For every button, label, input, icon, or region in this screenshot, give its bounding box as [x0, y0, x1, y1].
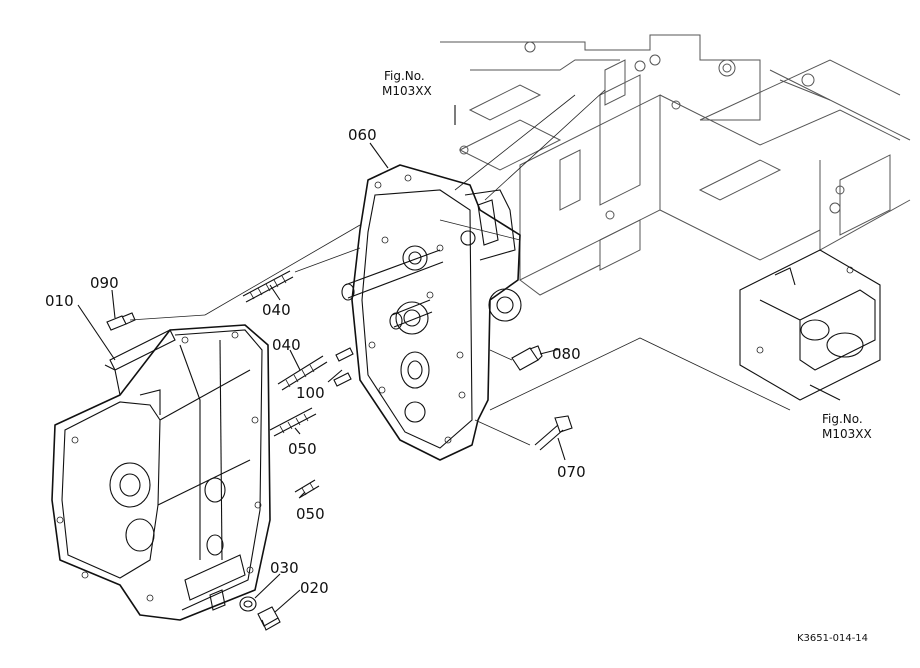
side-block-assembly	[739, 249, 881, 401]
drawing-code: K3651-014-14	[797, 633, 868, 644]
part-labels: 010 090 040 040 060 100 080 050 050 070 …	[45, 126, 586, 597]
part-label-060: 060	[348, 126, 377, 144]
fig-ref-upper-line1: Fig.No.	[384, 69, 425, 83]
pins-100	[333, 347, 354, 387]
part-label-070: 070	[557, 463, 586, 481]
part-label-040-upper: 040	[262, 301, 291, 319]
part-label-040-lower: 040	[272, 336, 301, 354]
transmission-case-010	[51, 324, 271, 621]
stud-050-upper	[269, 407, 317, 437]
fig-ref-lower-line1: Fig.No.	[822, 412, 863, 426]
washer-030	[239, 596, 257, 612]
background-frame-assembly	[440, 34, 911, 296]
plug-020	[257, 606, 281, 631]
figure-reference-upper: Fig.No. M103XX	[382, 69, 432, 98]
fig-ref-upper-line2: M103XX	[382, 84, 432, 98]
part-label-050-upper: 050	[288, 440, 317, 458]
stud-040-lower	[277, 355, 328, 391]
stud-040-upper	[242, 270, 294, 303]
part-label-080: 080	[552, 345, 581, 363]
part-label-050-lower: 050	[296, 505, 325, 523]
bolt-070	[534, 415, 573, 451]
plug-080	[511, 345, 543, 371]
gear-cover-060	[341, 164, 522, 461]
figure-reference-lower: Fig.No. M103XX	[822, 412, 872, 441]
part-label-010: 010	[45, 292, 74, 310]
part-label-020: 020	[300, 579, 329, 597]
part-label-030: 030	[270, 559, 299, 577]
leader-lines	[77, 89, 841, 613]
stud-050-lower	[294, 479, 320, 499]
bolt-090	[106, 312, 136, 331]
part-label-100: 100	[296, 384, 325, 402]
part-label-090: 090	[90, 274, 119, 292]
fig-ref-lower-line2: M103XX	[822, 427, 872, 441]
